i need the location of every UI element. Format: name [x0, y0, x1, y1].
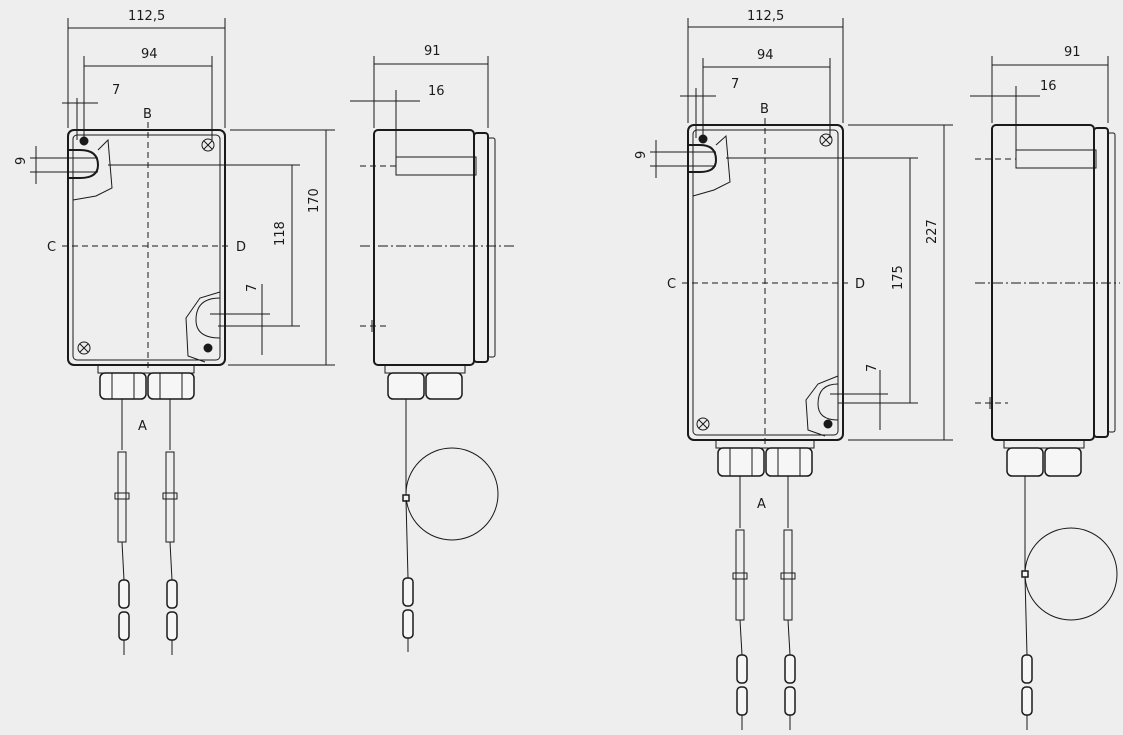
screw-icon — [201, 138, 215, 152]
screw-icon — [696, 417, 710, 431]
sensor-probe — [732, 476, 748, 730]
label-c: C — [667, 277, 676, 292]
dim-depth: 91 — [1064, 45, 1081, 60]
dim-hole-offset: 7 — [112, 83, 120, 98]
dim-hole-vertical: 175 — [891, 265, 906, 290]
screw-icon — [819, 133, 833, 147]
capillary-coil — [1024, 527, 1118, 621]
dim-slot: 9 — [14, 157, 29, 165]
dim-depth: 91 — [424, 44, 441, 59]
dim-height: 170 — [307, 188, 322, 213]
dim-hole-offset: 7 — [731, 77, 739, 92]
right-front-view: 112,5 94 7 B 9 C D 175 227 7 A — [634, 9, 953, 730]
dim-height: 227 — [925, 219, 940, 244]
mounting-hole-marker — [823, 419, 833, 429]
dim-overall-width: 112,5 — [747, 9, 784, 24]
dim-hole-spacing: 94 — [141, 47, 158, 62]
right-side-view: 91 16 — [970, 45, 1120, 730]
dim-hole-spacing: 94 — [757, 48, 774, 63]
left-front-view: 112,5 94 7 B 9 C D 118 170 7 A — [14, 9, 335, 655]
dim-hole-vertical: 118 — [273, 221, 288, 246]
dim-slot-lower: 7 — [245, 284, 260, 292]
screw-icon — [77, 341, 91, 355]
label-d: D — [236, 240, 246, 255]
dim-lid: 16 — [428, 84, 445, 99]
capillary-coil — [405, 447, 499, 541]
left-side-view: 91 16 — [350, 44, 515, 652]
sensor-probe — [780, 476, 796, 730]
label-c: C — [47, 240, 56, 255]
dim-slot-lower: 7 — [865, 364, 880, 372]
label-d: D — [855, 277, 865, 292]
sensor-probe — [162, 399, 178, 655]
dim-slot: 9 — [634, 151, 649, 159]
label-b: B — [760, 102, 769, 117]
label-a: A — [138, 419, 147, 434]
dim-lid: 16 — [1040, 79, 1057, 94]
mounting-hole-marker — [203, 343, 213, 353]
label-b: B — [143, 107, 152, 122]
dim-overall-width: 112,5 — [128, 9, 165, 24]
sensor-probe — [114, 399, 130, 655]
label-a: A — [757, 497, 766, 512]
